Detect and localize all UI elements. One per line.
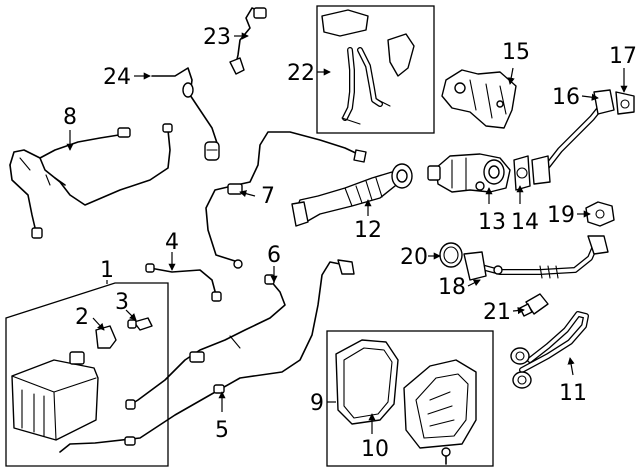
part-14-gasket <box>513 155 531 191</box>
callout-6: 6 <box>267 243 281 268</box>
part-20-o-ring <box>439 242 463 268</box>
callout-14: 14 <box>511 210 539 235</box>
part-22-sensor-kit <box>321 9 415 125</box>
part-1-canister <box>11 351 99 441</box>
part-9-cover <box>403 359 477 465</box>
callout-3: 3 <box>115 290 129 315</box>
callout-labels: 1 2 3 4 5 6 7 8 9 10 11 12 13 14 15 16 1… <box>63 25 637 462</box>
callout-24: 24 <box>103 65 131 90</box>
callout-7: 7 <box>261 184 275 209</box>
part-5-tube <box>59 259 355 453</box>
part-19-gasket <box>585 201 615 227</box>
callout-19: 19 <box>547 203 575 228</box>
callout-23: 23 <box>203 25 231 50</box>
callout-15: 15 <box>502 40 530 65</box>
part-21-sensor <box>519 293 549 317</box>
part-8-wiring-harness <box>9 123 173 239</box>
part-23-sensor <box>229 7 267 75</box>
leader-lines <box>66 32 628 434</box>
callout-10: 10 <box>361 437 389 462</box>
callout-18: 18 <box>438 275 466 300</box>
callout-box-1 <box>5 282 169 467</box>
callout-17: 17 <box>609 44 637 69</box>
part-12-flex-pipe <box>291 163 413 227</box>
callout-9: 9 <box>310 391 324 416</box>
part-3-connector <box>127 317 153 331</box>
part-4-tube <box>145 263 222 302</box>
callout-4: 4 <box>165 230 179 255</box>
part-6-tube <box>125 274 286 410</box>
part-7-vacuum-line <box>205 131 367 269</box>
callout-22: 22 <box>287 61 315 86</box>
part-13-egr-valve <box>427 153 511 193</box>
part-15-bracket <box>441 69 517 129</box>
callout-1: 1 <box>100 258 114 283</box>
callout-8: 8 <box>63 105 77 130</box>
callout-box-22 <box>316 5 435 134</box>
callout-21: 21 <box>483 300 511 325</box>
part-11-hose <box>510 311 589 389</box>
callout-5: 5 <box>215 418 229 443</box>
part-24-sensor-harness <box>151 67 220 161</box>
part-2-valve <box>95 325 117 349</box>
callout-2: 2 <box>75 305 89 330</box>
callout-11: 11 <box>559 381 587 406</box>
part-16-egr-tube <box>531 89 615 185</box>
callout-13: 13 <box>478 210 506 235</box>
part-10-shield <box>335 339 399 425</box>
part-17-gasket <box>615 91 635 115</box>
part-18-egr-pipe <box>463 235 609 281</box>
callout-12: 12 <box>354 218 382 243</box>
callout-20: 20 <box>400 245 428 270</box>
callout-16: 16 <box>552 85 580 110</box>
callout-box-9 <box>326 330 494 467</box>
